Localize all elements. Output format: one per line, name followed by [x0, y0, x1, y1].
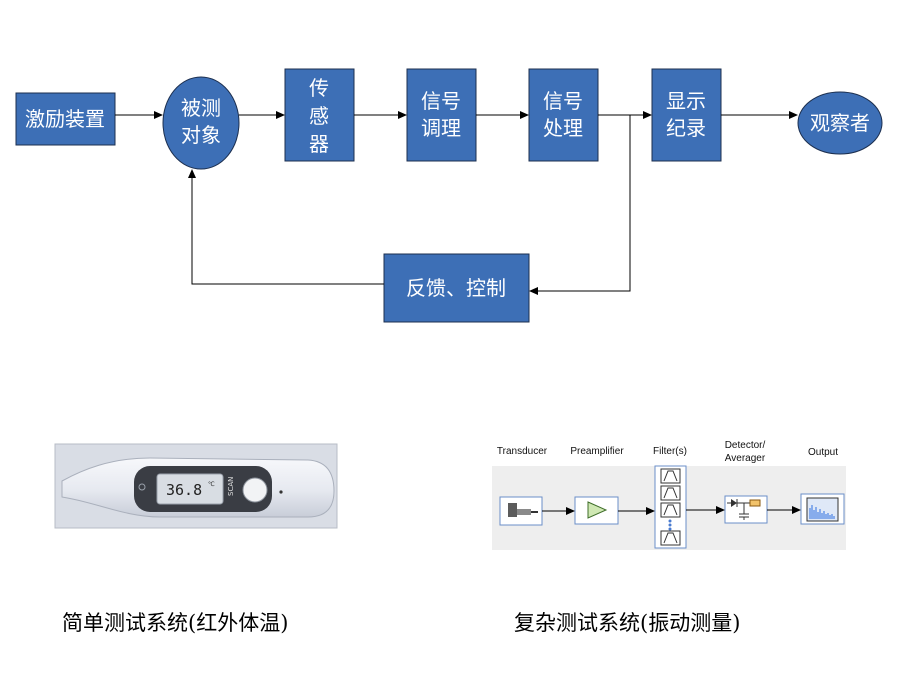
thermometer-unit: ℃: [208, 481, 215, 488]
display-label-line2: 纪录: [666, 116, 706, 140]
transducer-label: Transducer: [497, 446, 548, 457]
block-signal-conditioning: 信号 调理: [406, 68, 477, 162]
block-feedback: 反馈、控制: [383, 253, 530, 323]
caption-simple-system: 简单测试系统(红外体温): [62, 611, 289, 635]
observer-label: 观察者: [810, 111, 870, 135]
block-signal-processing: 信号 处理: [528, 68, 599, 162]
filters-label: Filter(s): [653, 446, 687, 457]
amplifier-icon: [587, 501, 608, 519]
thermometer-lcd: [156, 473, 224, 505]
output-label: Output: [808, 447, 838, 458]
conditioning-label-line2: 调理: [421, 116, 461, 140]
processing-label-line2: 处理: [543, 116, 583, 140]
object-label-line1: 被测: [181, 96, 221, 120]
feedback-label: 反馈、控制: [406, 276, 506, 300]
power-icon: [138, 483, 146, 491]
filter-icons: [660, 468, 681, 546]
block-observer: 观察者: [797, 91, 883, 155]
block-object: 被测 对象: [162, 76, 240, 170]
scan-label: SCAN: [227, 477, 235, 496]
sensor-label-line1: 传: [309, 76, 329, 100]
vibration-chain: Transducer Preamplifier Filter(s) Detect…: [492, 440, 846, 550]
indicator-dot: [279, 490, 283, 494]
excitation-label: 激励装置: [25, 107, 105, 131]
scan-button-icon: [242, 477, 268, 503]
display-label-line1: 显示: [666, 89, 706, 113]
sensor-label-line2: 感: [309, 104, 329, 128]
detector-label: Detector/: [725, 440, 766, 451]
processing-label-line1: 信号: [543, 89, 583, 113]
caption-complex-system: 复杂测试系统(振动测量): [514, 611, 741, 635]
sensor-label-line3: 器: [309, 132, 329, 156]
object-label-line2: 对象: [181, 123, 221, 147]
preamplifier-label: Preamplifier: [570, 446, 624, 457]
arrow-feedback-to-object: [188, 169, 384, 285]
block-display-record: 显示 纪录: [651, 68, 722, 162]
averager-label: Averager: [725, 453, 766, 464]
thermometer-reading: 36.8: [166, 481, 202, 499]
thermometer-image: 36.8 ℃ SCAN: [54, 443, 338, 529]
transducer-icon: [508, 503, 517, 517]
conditioning-label-line1: 信号: [421, 89, 461, 113]
flow-arrows: [115, 111, 798, 295]
block-excitation: 激励装置: [15, 92, 116, 146]
arrow-to-feedback: [529, 115, 631, 295]
block-sensor: 传 感 器: [284, 68, 355, 162]
